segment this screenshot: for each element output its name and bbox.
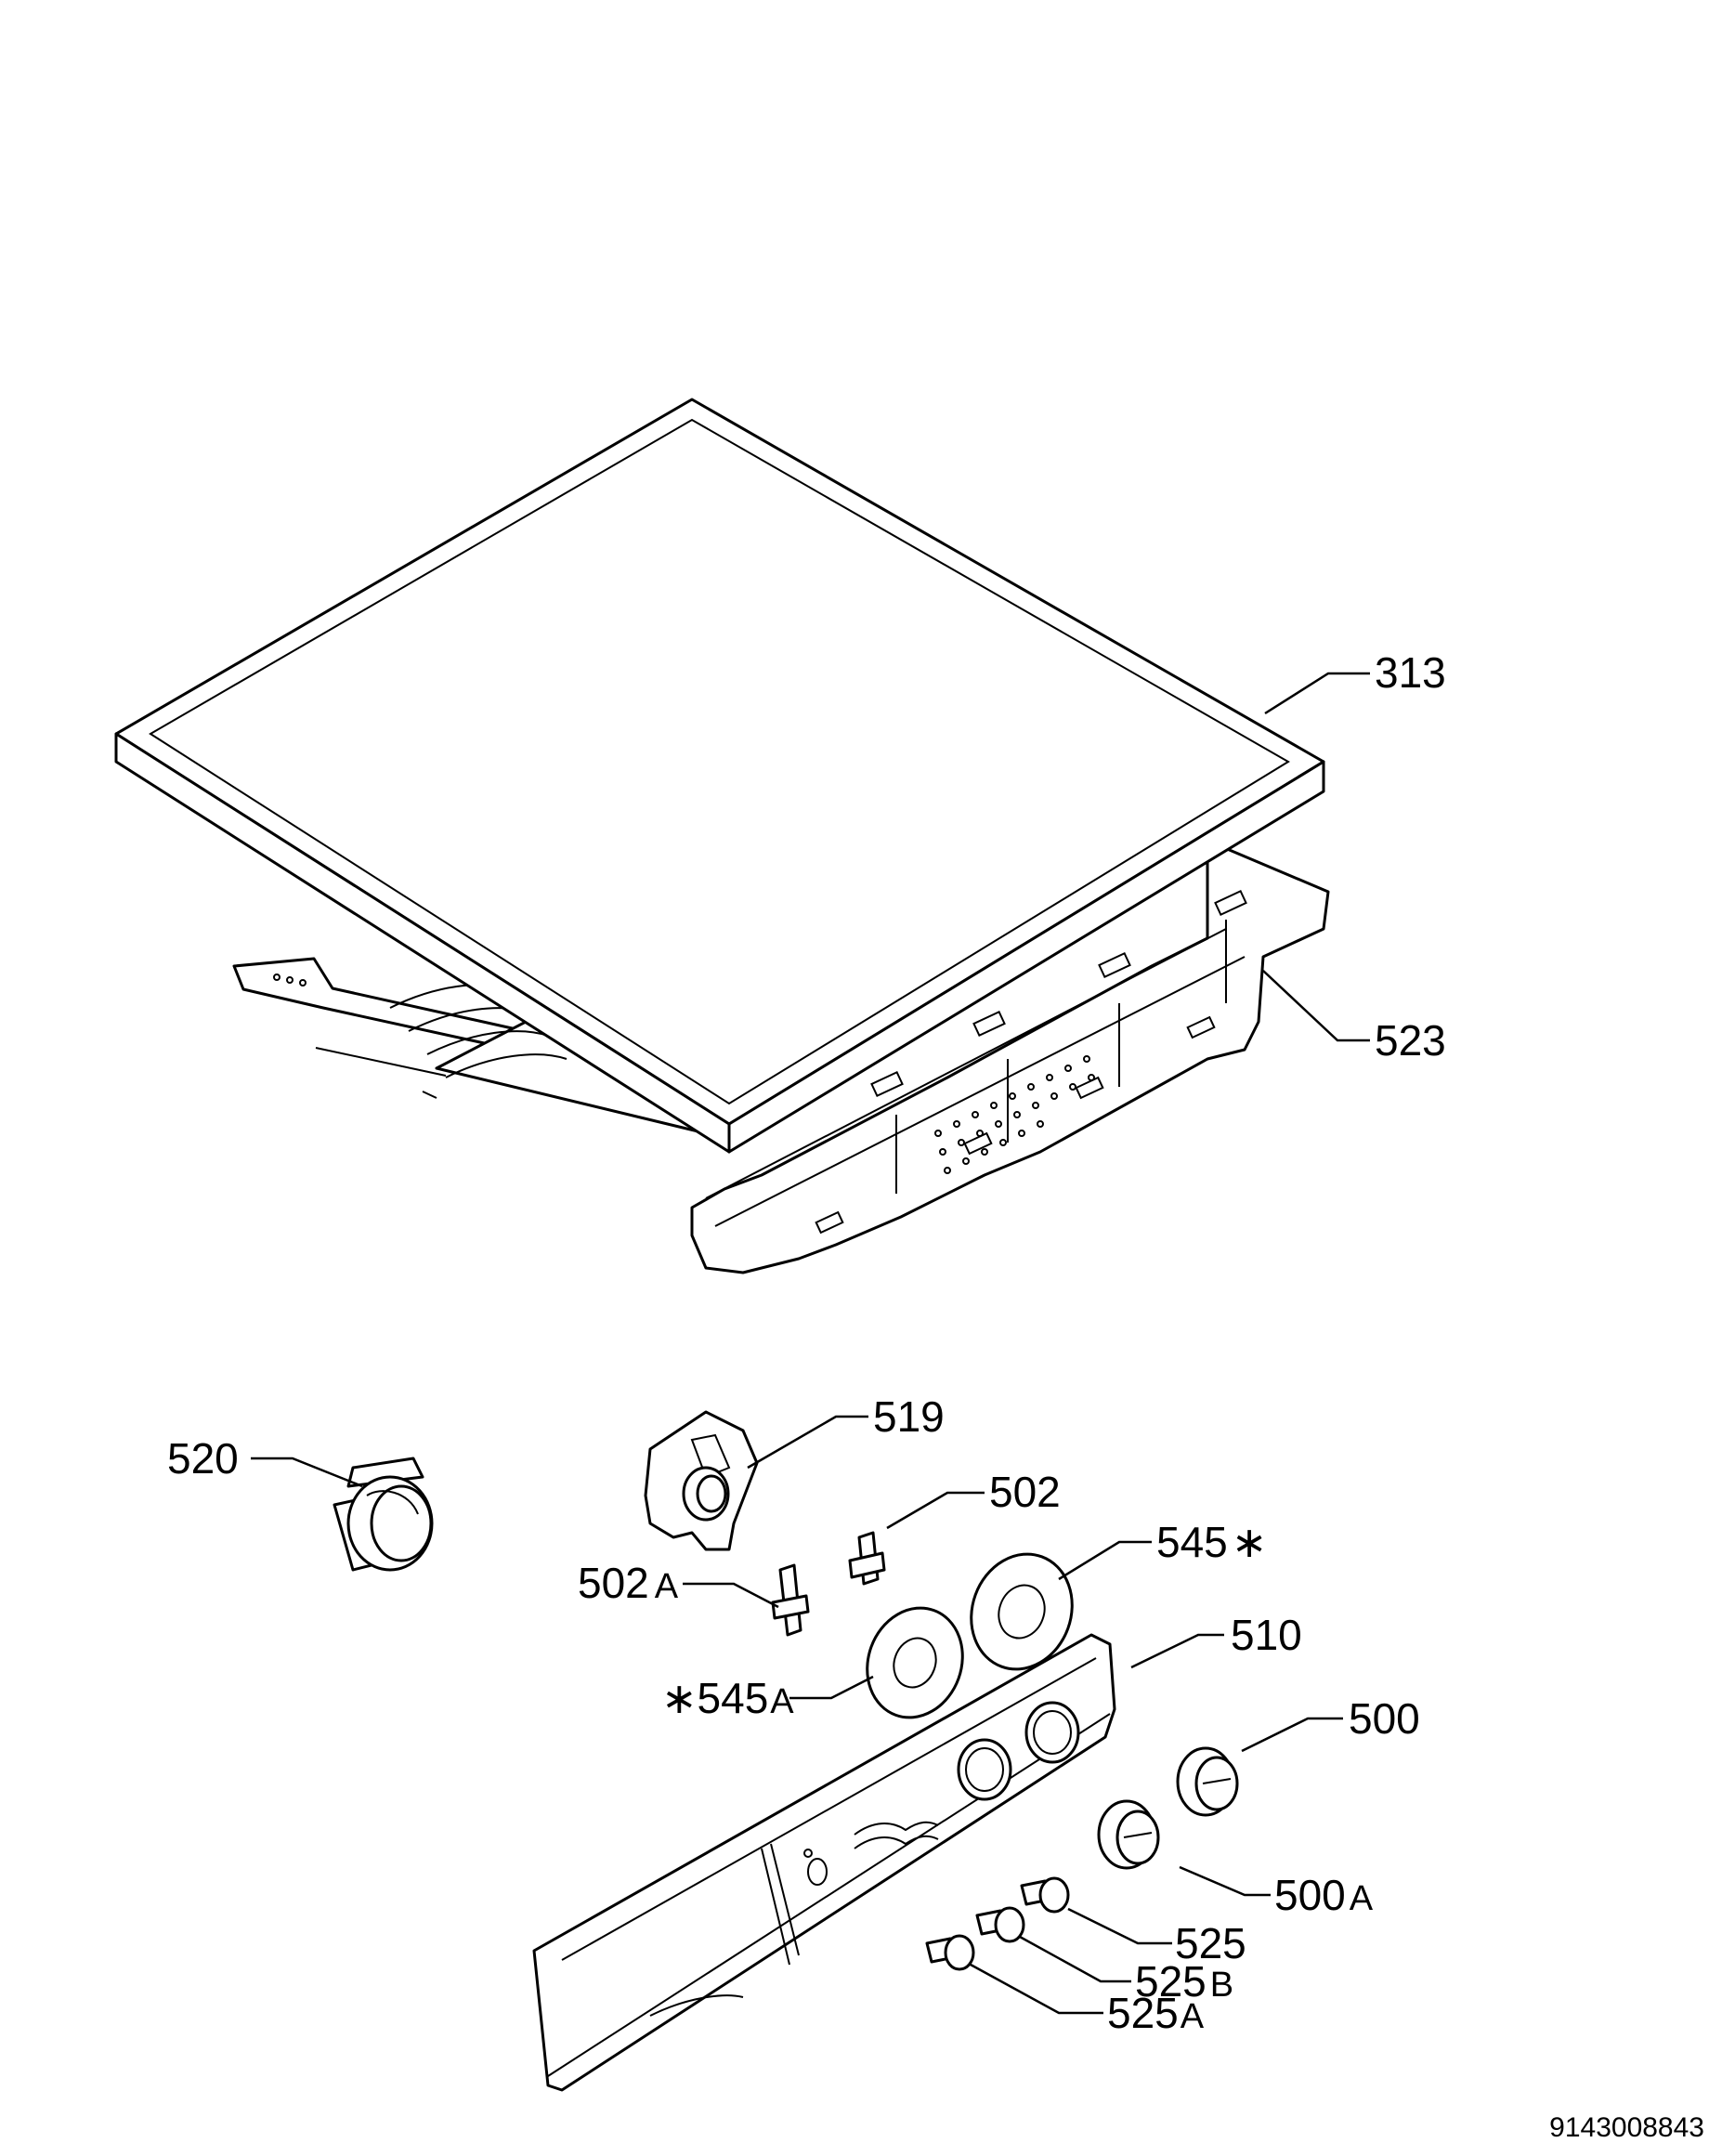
label-510: 510: [1231, 1611, 1302, 1659]
leader-523: [1262, 970, 1370, 1042]
part-519: [644, 1410, 759, 1551]
leader-545: [1058, 1540, 1152, 1581]
leader-502A: [683, 1582, 779, 1609]
label-525A: 525A: [1107, 1989, 1205, 2037]
leader-500: [1241, 1717, 1343, 1753]
leader-500A: [1179, 1865, 1271, 1897]
label-313: 313: [1375, 648, 1446, 697]
part-510-control-panel: [532, 1633, 1116, 2092]
leader-525: [1067, 1907, 1172, 1945]
part-500A-knob: [1097, 1799, 1160, 1870]
part-525B-button: [975, 1906, 1025, 1943]
part-525A-button: [925, 1934, 975, 1971]
label-525: 525: [1175, 1919, 1246, 1967]
label-523: 523: [1375, 1016, 1446, 1065]
leader-520: [251, 1457, 363, 1488]
part-545A-disc: [866, 1606, 964, 1719]
label-520: 520: [167, 1434, 239, 1483]
part-525-button: [1020, 1876, 1070, 1914]
label-545: 545∗: [1156, 1518, 1267, 1566]
leader-545A: [789, 1675, 874, 1700]
star-545A: ∗: [661, 1674, 698, 1722]
part-520: [333, 1457, 434, 1572]
support-vent-holes: [934, 1055, 1095, 1174]
label-545A: ∗545A: [661, 1674, 794, 1722]
leader-519: [747, 1415, 868, 1470]
leader-313: [1264, 672, 1370, 715]
label-500: 500: [1349, 1694, 1420, 1743]
label-519: 519: [873, 1392, 945, 1441]
part-502A-clip: [771, 1563, 810, 1637]
leader-502: [886, 1491, 985, 1530]
star-545: ∗: [1232, 1518, 1268, 1566]
leader-lines: [251, 672, 1370, 2015]
part-313-lid: [114, 398, 1325, 1154]
leader-510: [1130, 1633, 1224, 1669]
leader-525B: [1019, 1935, 1131, 1983]
part-500-knob: [1176, 1746, 1239, 1817]
label-502: 502: [989, 1468, 1061, 1516]
drawing-reference-number: 9143008843: [1549, 2112, 1704, 2143]
leader-525A: [970, 1963, 1103, 2015]
part-545-disc: [970, 1552, 1074, 1671]
part-502-clip: [848, 1531, 886, 1586]
